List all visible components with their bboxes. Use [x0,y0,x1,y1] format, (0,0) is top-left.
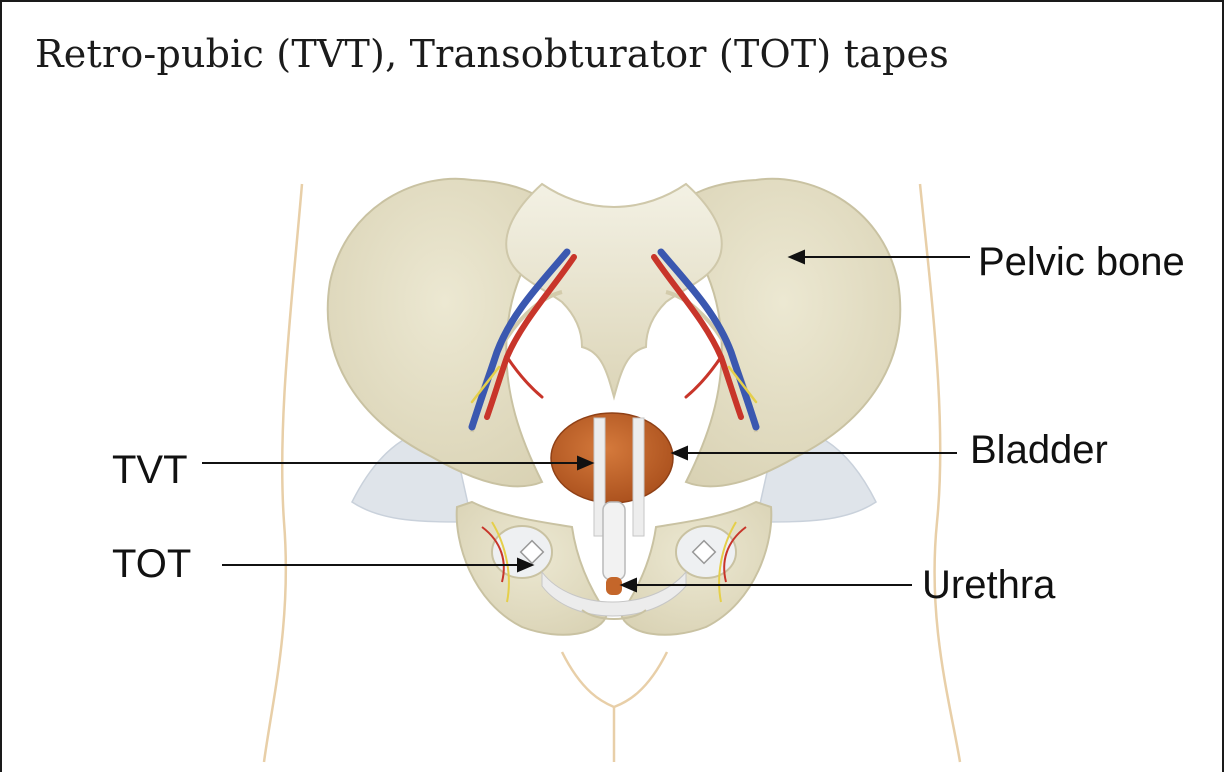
label-tvt: TVT [112,450,188,490]
urethral-meatus [606,577,622,595]
urethra-arrowhead [622,579,636,591]
label-bladder: Bladder [970,430,1108,470]
label-tot: TOT [112,544,191,584]
label-urethra: Urethra [922,565,1055,605]
bladder-arrowhead [673,447,687,459]
bladder [551,413,673,503]
urethra [603,502,625,580]
label-pelvic-bone: Pelvic bone [978,242,1185,282]
